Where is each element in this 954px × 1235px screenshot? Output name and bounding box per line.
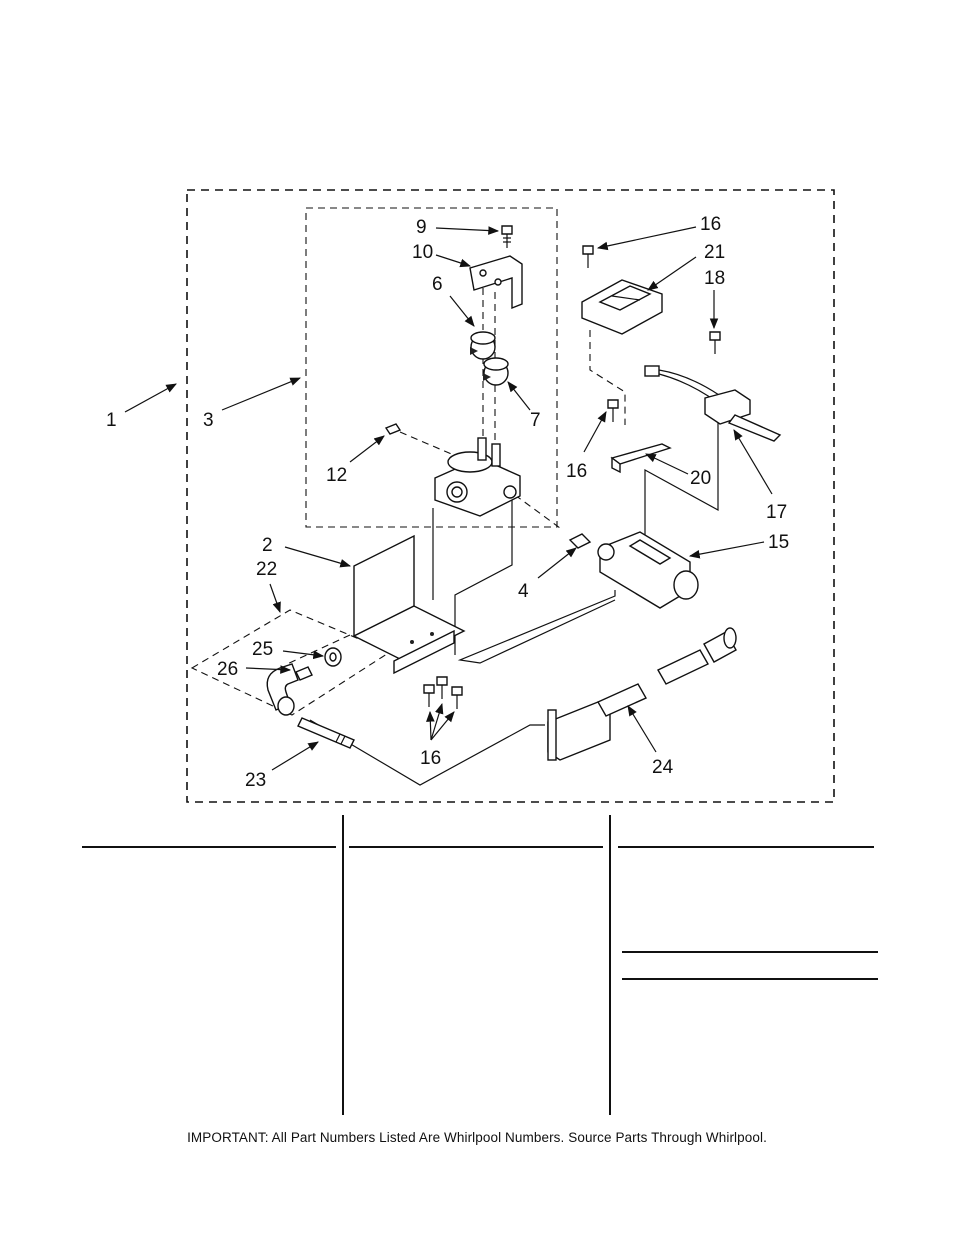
parts-table-header-rule-2	[349, 846, 603, 848]
callout-22: 22	[256, 559, 277, 580]
heat-shield-2	[352, 534, 466, 675]
ignitor-bracket-21	[581, 279, 663, 335]
parts-table-divider-left	[342, 815, 344, 1115]
coil-bracket-10	[469, 255, 523, 310]
callout-6: 6	[432, 274, 443, 295]
callout-18: 18	[704, 268, 725, 289]
callout-24: 24	[652, 757, 674, 778]
assembly-1-boundary	[186, 189, 835, 803]
callout-16-top: 16	[700, 214, 721, 235]
fitting-26	[295, 666, 313, 681]
callout-25: 25	[252, 639, 273, 660]
elbow-fitting	[266, 663, 299, 716]
parts-table-header-rule-3	[618, 846, 874, 848]
valve-coil-7	[483, 357, 509, 386]
callout-20: 20	[690, 468, 711, 489]
callout-arrows	[124, 226, 773, 771]
callout-21: 21	[704, 242, 725, 263]
parts-table-rule-5	[622, 978, 878, 980]
callout-2: 2	[262, 535, 273, 556]
burner-15	[597, 531, 699, 609]
important-note: IMPORTANT: All Part Numbers Listed Are W…	[187, 1130, 767, 1145]
callout-3: 3	[203, 410, 214, 431]
inlet-tube-24	[547, 627, 737, 761]
callout-1: 1	[106, 410, 117, 431]
callout-16-bottom: 16	[420, 748, 441, 769]
callout-10: 10	[412, 242, 433, 263]
valve-coil-6	[470, 331, 496, 360]
pipe-nipple-23	[297, 717, 355, 749]
callout-4: 4	[518, 581, 529, 602]
parts-table-divider-right	[609, 815, 611, 1115]
ignitor-17	[644, 365, 782, 442]
callout-15: 15	[768, 532, 789, 553]
callout-26: 26	[217, 659, 238, 680]
screw-9	[501, 225, 513, 248]
parts-table-header-rule-1	[82, 846, 336, 848]
callout-23: 23	[245, 770, 266, 791]
callout-16-middle: 16	[566, 461, 587, 482]
callout-9: 9	[416, 217, 427, 238]
screw-12	[384, 423, 402, 435]
callout-7: 7	[530, 410, 541, 431]
screw-16-middle	[607, 399, 619, 422]
callout-17: 17	[766, 502, 787, 523]
screw-16-top	[582, 245, 594, 268]
gas-valve-body	[434, 437, 521, 517]
nut-25	[324, 647, 342, 667]
orifice-4	[568, 533, 592, 549]
exploded-parts-diagram: 1 3 9 10 6 7 12 16 21 18 16 20 17 15 4 2…	[106, 189, 835, 803]
screws-16-bottom	[423, 676, 463, 709]
parts-table-rule-4	[622, 951, 878, 953]
bracket-20	[610, 443, 672, 474]
screw-18	[709, 331, 721, 354]
valve-assembly-3-boundary	[305, 207, 558, 528]
callout-12: 12	[326, 465, 347, 486]
